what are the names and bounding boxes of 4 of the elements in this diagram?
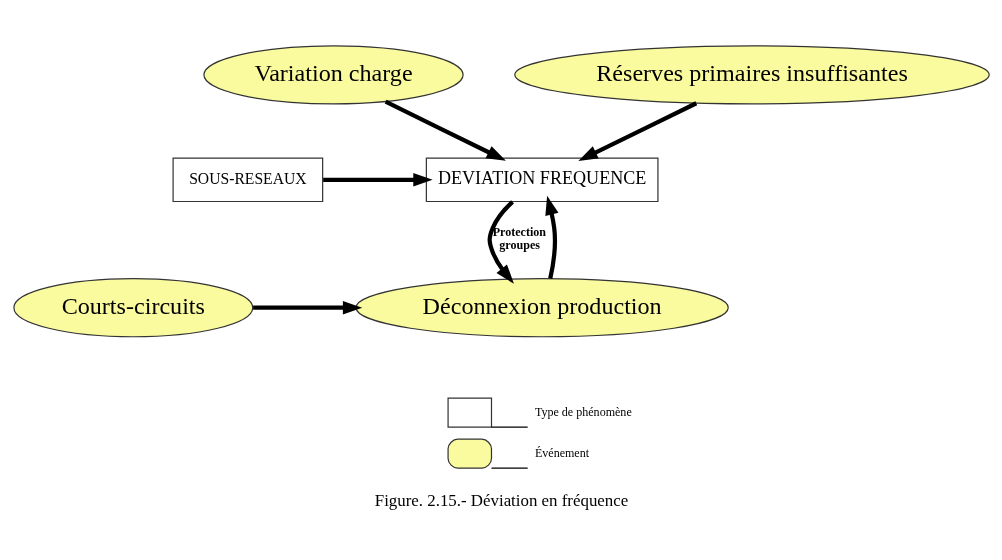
caption: Figure. 2.15.- Déviation en fréquence	[374, 490, 628, 510]
edge-label: Protection groupes	[492, 224, 546, 252]
legend-label: Événement	[534, 445, 589, 460]
legend-label: Type de phénomène	[534, 404, 632, 419]
